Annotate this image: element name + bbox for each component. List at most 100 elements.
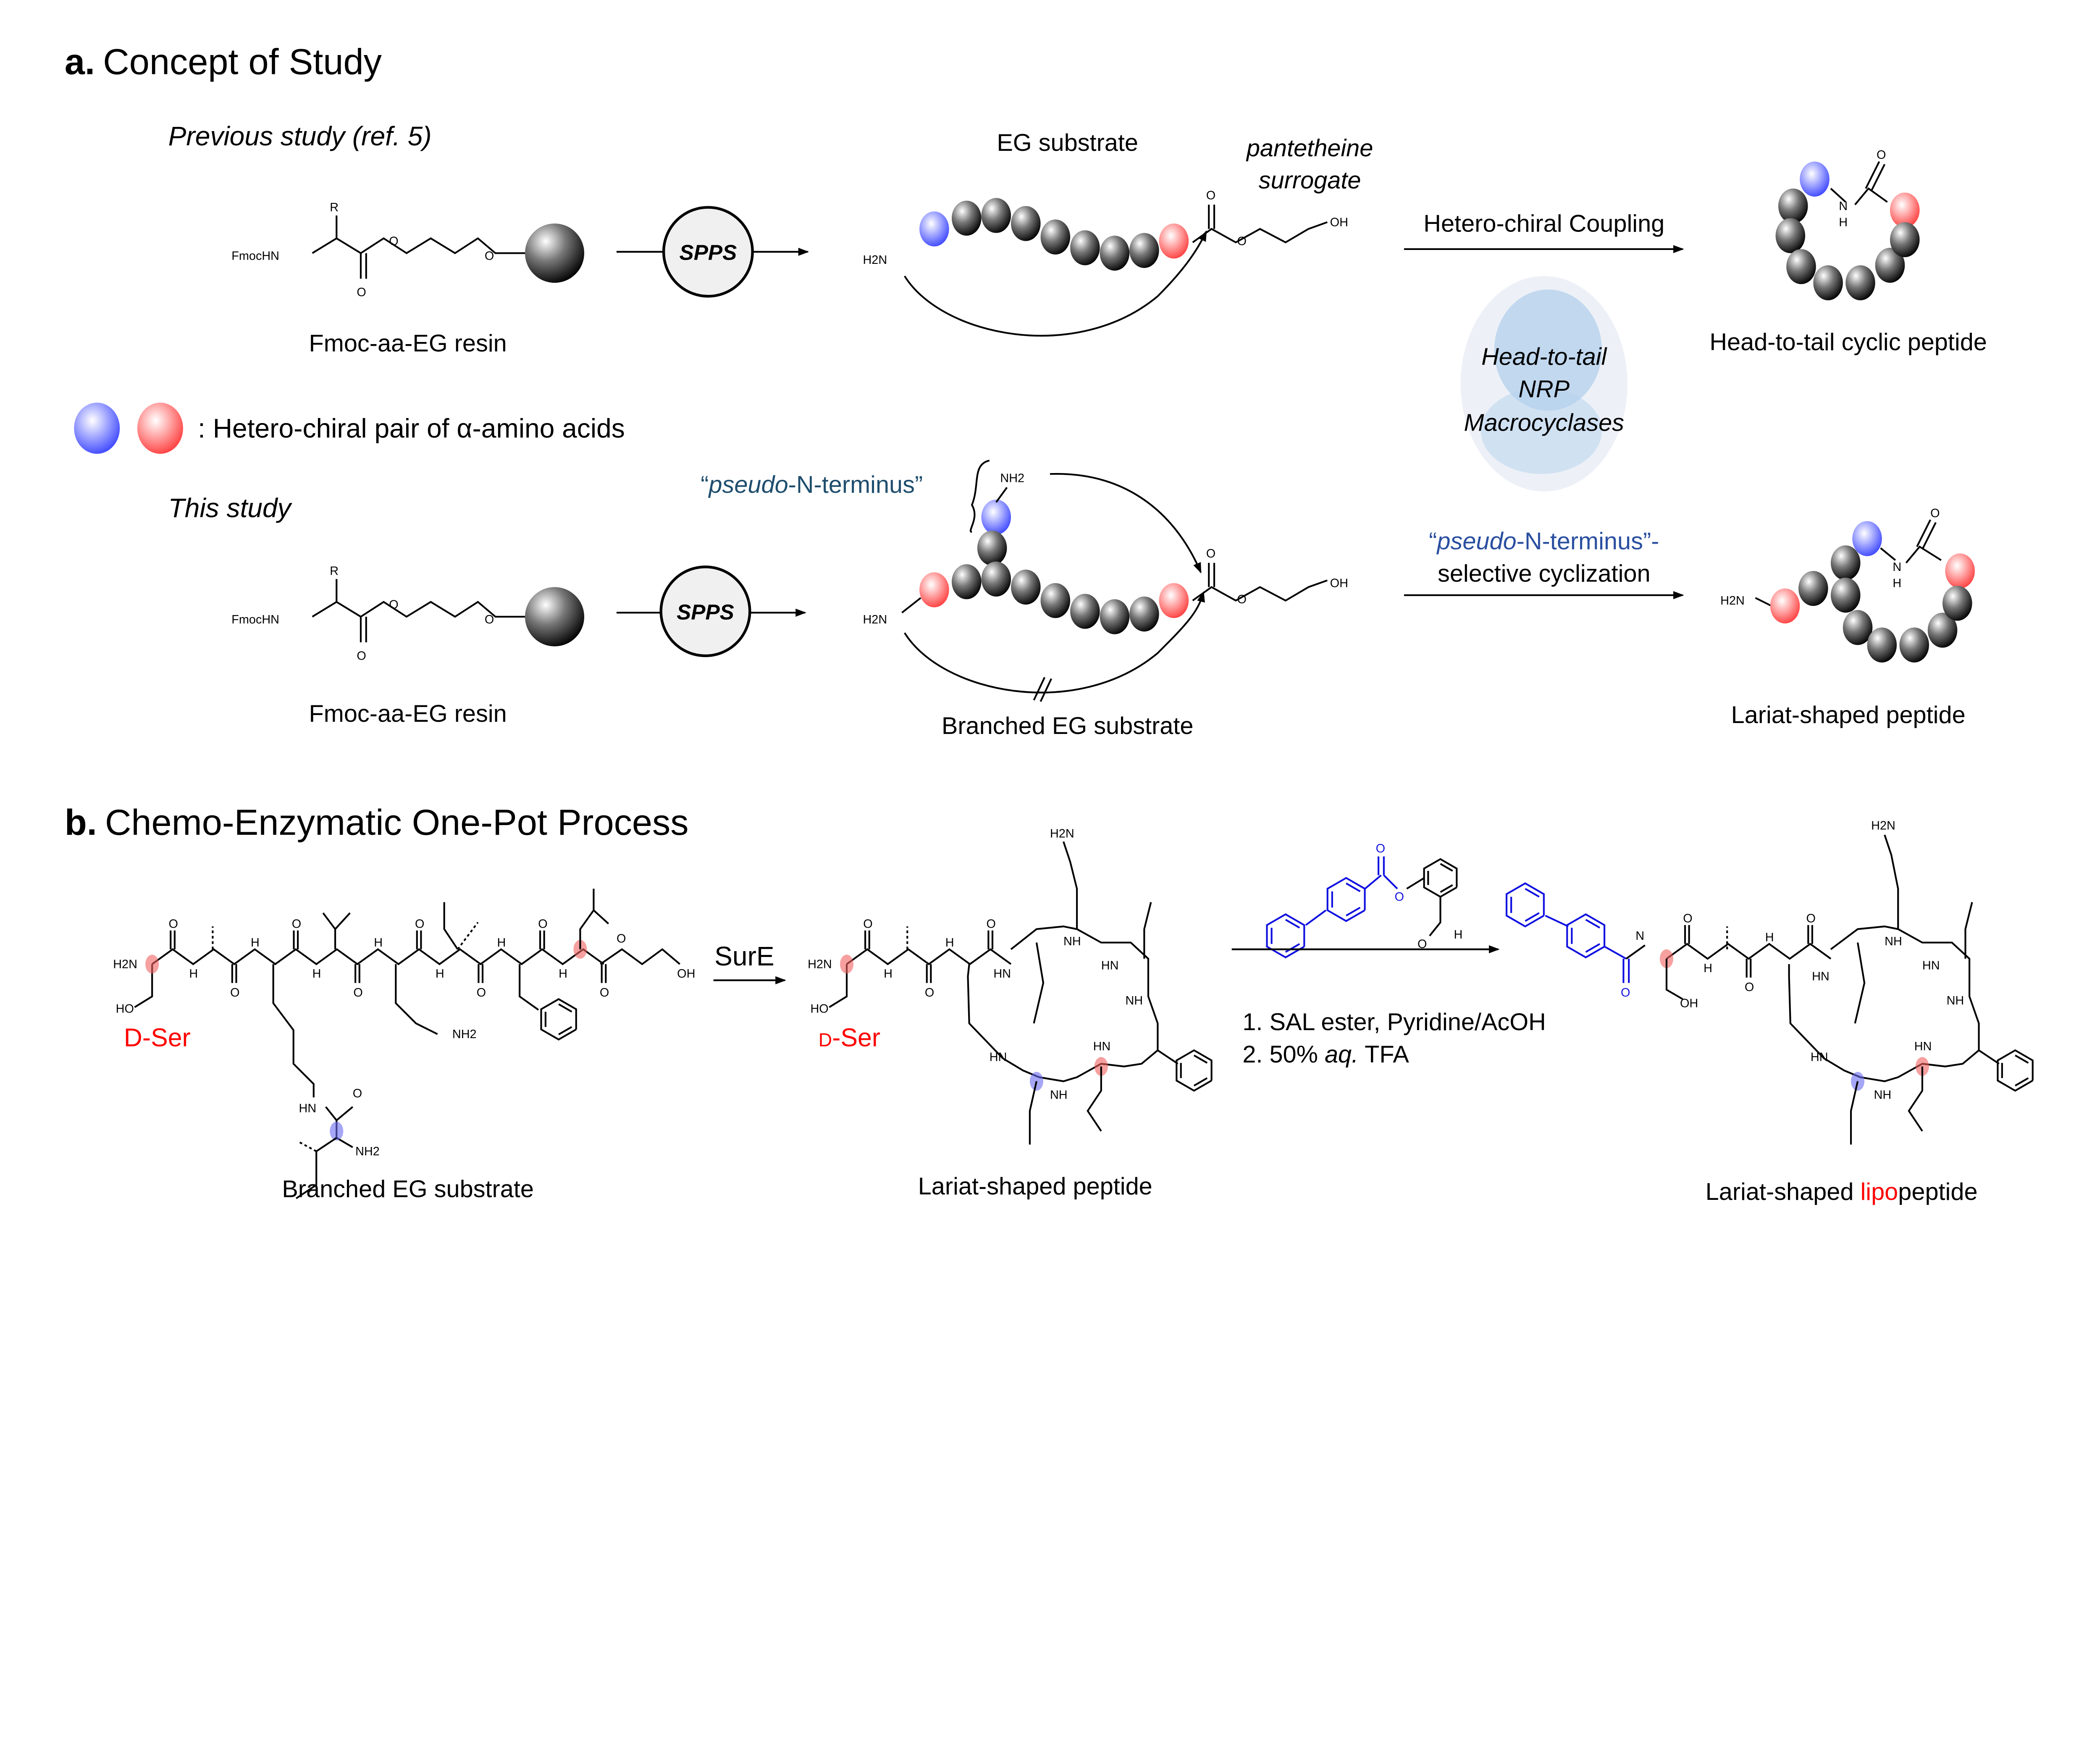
blocked-cyclization-arc [904,591,1205,694]
atom-label: NH [1063,935,1081,948]
bond [134,964,153,1008]
atom-label: HN [1922,959,1940,973]
hetero-chiral-coupling-label: Hetero-chiral Coupling [1423,210,1664,237]
atom-label: H [559,967,567,981]
enzyme-label-line1: Head-to-tail [1481,344,1607,371]
bond [457,922,479,950]
atom-label: H [1454,928,1463,941]
bond [1285,919,1300,929]
grey-bead [1100,599,1130,634]
grey-bead [1778,188,1808,224]
bond [1440,863,1453,872]
blocked-mark [1033,677,1046,701]
bond [1429,897,1441,936]
bond [967,926,1159,1082]
bond [325,1106,354,1122]
pseudo-amine-label: NH2 [1000,471,1024,485]
this-study-heading: This study [168,493,293,523]
atom-label: H2N [1871,819,1895,832]
bond [579,909,609,949]
grey-bead [1899,627,1929,663]
step-1-label: 1. SAL ester, Pyridine/AcOH [1242,1009,1546,1036]
stereocenter-highlight [840,955,854,974]
spps-cycle-1: SPPS [662,206,754,298]
bond [1440,884,1453,893]
brace [969,460,990,533]
atom-label: NH [1874,1088,1892,1102]
atom-label: O [168,917,178,931]
blue-bead [1800,161,1830,197]
grey-bead [1927,613,1958,648]
dser-label-1: D-Ser [124,1023,191,1052]
fmochn-label: FmocHN [231,613,279,626]
atom-label: H [189,967,198,981]
branched-substrate-beads [919,500,1189,634]
atom-label: HN [1101,959,1119,973]
hydroxyl-label: OH [1330,216,1348,229]
hydroxyl-label: OH [1330,576,1348,590]
atom-label: H [1765,931,1774,944]
bond [1625,944,1646,960]
atom-label: HN [1812,970,1830,983]
grey-bead [952,564,982,600]
oxygen-label: O [1206,547,1215,560]
bond [1176,1049,1213,1092]
grey-bead [1813,265,1843,300]
atom-label: O [600,986,609,999]
lariat-label-b: Lariat-shaped peptide [918,1173,1152,1200]
amide-n-label: N [1839,200,1848,213]
grey-bead [1830,577,1861,613]
atom-label: OH [1680,997,1698,1010]
bond [1383,874,1398,889]
bond [1525,888,1540,898]
bond [1964,902,1973,959]
lipopeptide-label-b: Lariat-shaped lipopeptide [1706,1178,1978,1205]
atom-label: NH [1947,994,1964,1007]
atom-label: H [884,967,892,981]
spps-cycle-2: SPPS [659,565,751,657]
atom-label: HN [1093,1040,1111,1053]
bond [1604,946,1627,960]
atom-label: H [251,936,260,949]
bond [1033,942,1045,1024]
grey-bead [1845,265,1875,300]
bond [1884,834,1899,929]
sure-label: SurE [714,941,774,971]
bond [558,1003,572,1013]
spps-label: SPPS [677,600,734,624]
grey-bead [952,200,982,236]
bond [1788,926,1980,1082]
bond [1193,1077,1208,1086]
grey-bead [1040,583,1071,618]
blue-bead [1852,521,1882,556]
stereocenter-highlight [1915,1057,1929,1076]
atom-label: H [497,936,506,949]
oxygen-label: O [1206,189,1215,202]
bond [1305,909,1327,926]
atom-label: H [436,967,444,981]
bond [829,964,848,1008]
grey-bead [1011,206,1041,241]
red-bead [1770,588,1800,623]
atom-label: H2N [808,957,832,971]
atom-label: H2N [1050,827,1074,841]
atom-label: O [353,986,362,999]
atom-label: O [1395,890,1404,904]
branched-eg-substrate-label: Branched EG substrate [942,713,1194,739]
enzyme-label-line2: NRP [1518,376,1570,403]
bond [272,964,315,1098]
resin-bead [525,224,585,283]
grey-bead [1070,230,1100,266]
oxygen-label: O [1930,507,1940,520]
grey-bead [1867,627,1897,663]
amide-h-label: H [1893,576,1901,590]
dser-label-2: D-Ser [819,1023,880,1052]
bond [558,1026,572,1036]
bond [1908,1066,1924,1132]
bond [1364,874,1382,889]
blue-bead [919,211,949,247]
grey-bead [1011,569,1041,605]
r-group-label: R [330,201,339,214]
atom-label: H [312,967,321,981]
red-bead [1159,224,1189,259]
